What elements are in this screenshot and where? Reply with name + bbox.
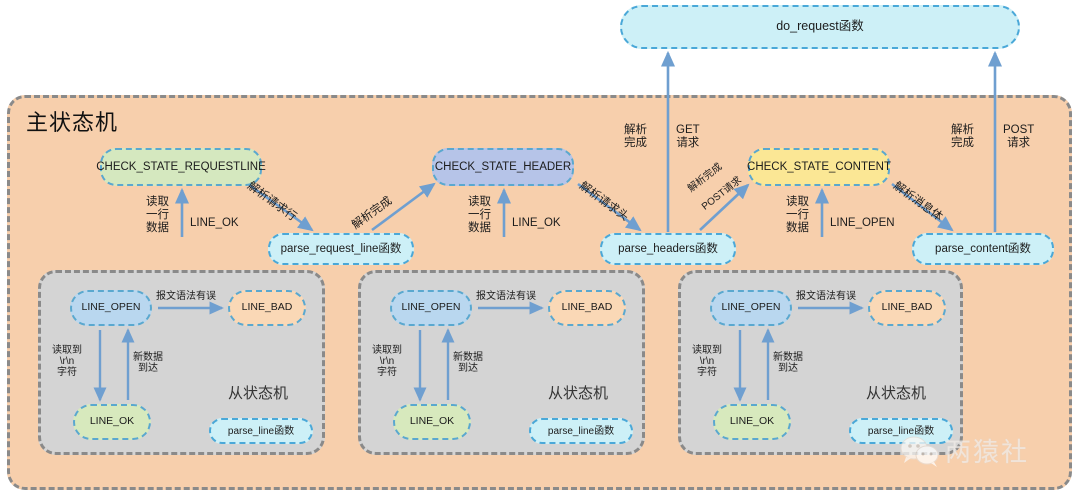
state-check-requestline[interactable]: CHECK_STATE_REQUESTLINE <box>96 148 266 186</box>
edge-label-bad-syntax-2: 报文语法有误 <box>476 291 536 302</box>
state-check-header[interactable]: CHECK_STATE_HEADER <box>432 148 574 186</box>
sub-state-machine-title-3: 从状态机 <box>866 385 927 402</box>
substate-line-ok-2[interactable]: LINE_OK <box>393 404 471 440</box>
watermark: 两猿社 <box>900 432 1029 469</box>
parse-content-function-node[interactable]: parse_content函数 <box>912 233 1054 265</box>
edge-label-bad-syntax-3: 报文语法有误 <box>796 291 856 302</box>
substate-line-open-3[interactable]: LINE_OPEN <box>710 290 792 326</box>
edge-label-read-line-1: 读取 一行 数据 <box>146 196 169 234</box>
parse-headers-function-node[interactable]: parse_headers函数 <box>600 233 736 265</box>
edge-label-line-open-3: LINE_OPEN <box>830 217 895 229</box>
state-check-content[interactable]: CHECK_STATE_CONTENT <box>747 148 891 186</box>
sub-state-machine-title-1: 从状态机 <box>228 385 289 402</box>
substate-line-bad-1[interactable]: LINE_BAD <box>228 290 306 326</box>
parse-line-function-node-1[interactable]: parse_line函数 <box>209 418 313 444</box>
edge-label-new-data-2: 新数据 到达 <box>453 352 483 375</box>
substate-line-ok-3[interactable]: LINE_OK <box>713 404 791 440</box>
edge-label-line-ok-1: LINE_OK <box>190 217 239 229</box>
parse-line-function-node-3[interactable]: parse_line函数 <box>849 418 953 444</box>
edge-label-new-data-3: 新数据 到达 <box>773 352 803 375</box>
watermark-text: 两猿社 <box>945 437 1030 467</box>
substate-line-ok-1[interactable]: LINE_OK <box>73 404 151 440</box>
edge-label-bad-syntax-1: 报文语法有误 <box>156 291 216 302</box>
edge-label-read-crlf-1: 读取到 \r\n 字符 <box>52 345 82 379</box>
edge-label-line-ok-2: LINE_OK <box>512 217 561 229</box>
parse-line-function-node-2[interactable]: parse_line函数 <box>529 418 633 444</box>
edge-label-read-crlf-3: 读取到 \r\n 字符 <box>692 345 722 379</box>
edge-label-new-data-1: 新数据 到达 <box>133 352 163 375</box>
substate-line-bad-2[interactable]: LINE_BAD <box>548 290 626 326</box>
edge-label-read-line-2: 读取 一行 数据 <box>468 196 491 234</box>
sub-state-machine-title-2: 从状态机 <box>548 385 609 402</box>
edge-label-get-request: GET 请求 <box>676 124 700 149</box>
parse-request-line-function-node[interactable]: parse_request_line函数 <box>268 233 414 265</box>
edge-label-parse-done-post: 解析 完成 <box>951 124 974 149</box>
edge-label-parse-done-get: 解析 完成 <box>624 124 647 149</box>
edge-label-read-line-3: 读取 一行 数据 <box>786 196 809 234</box>
substate-line-bad-3[interactable]: LINE_BAD <box>868 290 946 326</box>
main-state-machine-title: 主状态机 <box>26 110 119 135</box>
edge-label-read-crlf-2: 读取到 \r\n 字符 <box>372 345 402 379</box>
edge-label-post-request: POST 请求 <box>1003 124 1035 149</box>
do-request-function-node[interactable]: do_request函数 <box>620 5 1020 49</box>
substate-line-open-2[interactable]: LINE_OPEN <box>390 290 472 326</box>
substate-line-open-1[interactable]: LINE_OPEN <box>70 290 152 326</box>
wechat-icon <box>900 435 940 467</box>
